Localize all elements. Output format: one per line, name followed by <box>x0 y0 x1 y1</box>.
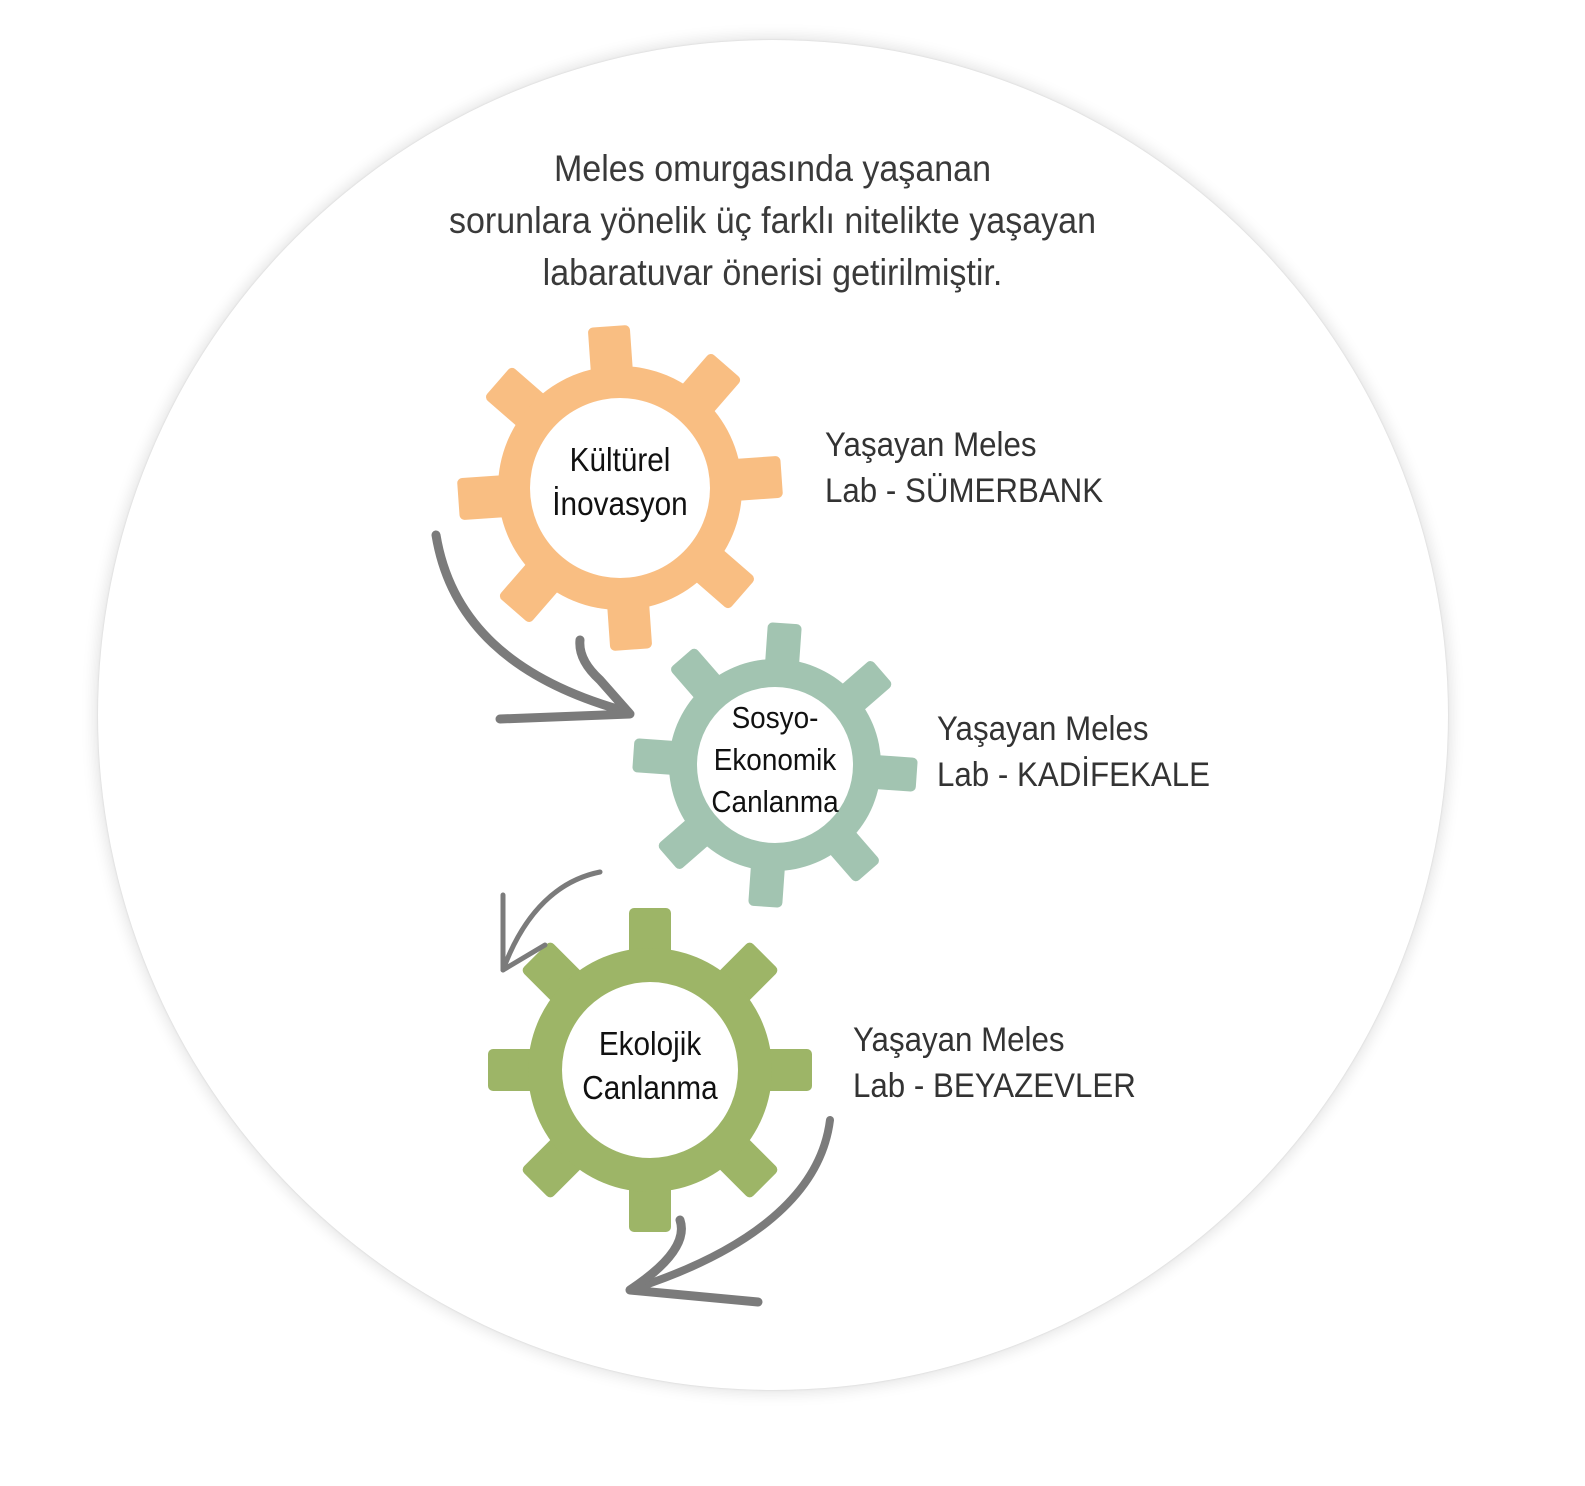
lab-line: Yaşayan Meles <box>937 710 1149 748</box>
gear-hole <box>697 687 853 843</box>
gear-ecological <box>488 908 812 1232</box>
lab-label-kadifekale: Yaşayan Meles Lab - KADİFEKALE <box>937 706 1210 798</box>
gear-label-line: Sosyo- <box>731 700 819 735</box>
gear-label-line: Canlanma <box>711 784 839 819</box>
arrow-2 <box>500 869 603 973</box>
gear-label-socio: Sosyo- Ekonomik Canlanma <box>685 697 865 823</box>
intro-text: Meles omurgasında yaşanan sorunlara yöne… <box>430 143 1115 299</box>
gear-label-line: İnovasyon <box>552 485 688 522</box>
gear-label-line: Kültürel <box>569 441 671 478</box>
gear-cultural-innovation <box>457 325 783 651</box>
arrow-3-head <box>625 1215 763 1307</box>
gear-hole <box>530 398 710 578</box>
intro-line: sorunlara yönelik üç farklı nitelikte ya… <box>448 200 1097 241</box>
arrow-1 <box>431 530 633 717</box>
gear-label-line: Ekonomik <box>713 742 837 777</box>
intro-line: Meles omurgasında yaşanan <box>553 148 992 189</box>
gear-socio-economic <box>632 622 918 908</box>
arrow-2-head <box>500 892 548 973</box>
intro-line: labaratuvar önerisi getirilmiştir. <box>542 252 1003 293</box>
arrow-3 <box>626 1116 834 1294</box>
lab-line: Lab - BEYAZEVLER <box>853 1067 1136 1105</box>
lab-label-beyazevler: Yaşayan Meles Lab - BEYAZEVLER <box>853 1017 1136 1109</box>
lab-line: Yaşayan Meles <box>853 1021 1065 1059</box>
gear-label-cultural: Kültürel İnovasyon <box>530 438 710 526</box>
arrow-1-head <box>495 635 635 724</box>
gear-hole <box>562 982 738 1158</box>
gear-label-line: Canlanma <box>582 1069 718 1106</box>
gear-label-line: Ekolojik <box>598 1025 702 1062</box>
lab-line: Yaşayan Meles <box>825 426 1037 464</box>
gear-label-ecological: Ekolojik Canlanma <box>560 1022 740 1110</box>
lab-line: Lab - SÜMERBANK <box>825 472 1104 510</box>
lab-line: Lab - KADİFEKALE <box>937 756 1210 794</box>
lab-label-sumerbank: Yaşayan Meles Lab - SÜMERBANK <box>825 422 1103 514</box>
